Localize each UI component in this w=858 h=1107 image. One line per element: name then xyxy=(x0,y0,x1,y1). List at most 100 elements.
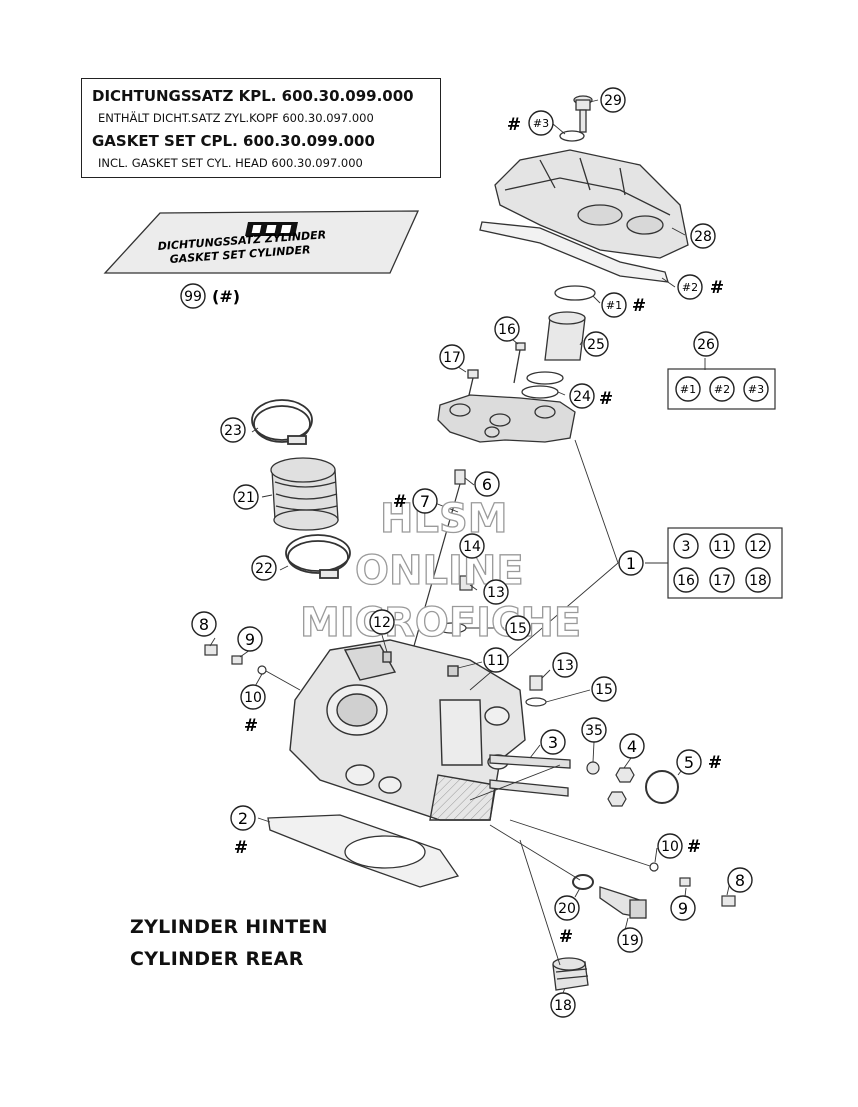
callout-c2h: #2 xyxy=(677,274,703,300)
callout-number: 13 xyxy=(487,585,505,601)
callout-kit1-1: 11 xyxy=(709,533,735,559)
right-plug-parts xyxy=(649,862,736,907)
callout-c21: 21 xyxy=(233,484,259,510)
callout-c35: 35 xyxy=(581,717,607,743)
hash-mark: # xyxy=(710,278,724,298)
gasket-set-en-label: GASKET SET CPL. 600.30.099.000 xyxy=(92,132,375,150)
intake-clamp-part-22 xyxy=(285,534,351,579)
callout-number: 28 xyxy=(694,229,712,245)
callout-number: 26 xyxy=(697,337,715,353)
callout-circle xyxy=(583,331,609,357)
callout-circle xyxy=(569,383,595,409)
spark-plug-tube-part-25 xyxy=(521,285,596,399)
callout-number: 21 xyxy=(237,490,255,506)
callout-number: 15 xyxy=(595,682,613,698)
callout-c20: 20 xyxy=(554,895,580,921)
callout-c22: 22 xyxy=(251,555,277,581)
callout-c23: 23 xyxy=(220,417,246,443)
callout-circle xyxy=(240,684,266,710)
callout-c12: 12 xyxy=(369,609,395,635)
callout-circle xyxy=(709,376,735,402)
callout-kit26-2: #3 xyxy=(743,376,769,402)
gasket-set-de-label: DICHTUNGSSATZ KPL. 600.30.099.000 xyxy=(92,87,414,105)
callout-circle xyxy=(745,567,771,593)
callout-number: 10 xyxy=(661,839,679,855)
callout-circle xyxy=(540,729,566,755)
callout-number: 5 xyxy=(684,753,694,772)
callout-c5: 5 xyxy=(676,749,702,775)
callout-c3: 3 xyxy=(540,729,566,755)
temp-sensor-part-19 xyxy=(572,874,647,919)
callout-number: 9 xyxy=(678,899,688,918)
callout-number: #1 xyxy=(606,299,622,312)
callout-number: 15 xyxy=(509,621,527,637)
hash-mark: # xyxy=(393,492,407,512)
callout-circle xyxy=(673,533,699,559)
callout-circle xyxy=(528,110,554,136)
callout-number: 2 xyxy=(238,809,248,828)
callout-circle xyxy=(693,331,719,357)
gasket-set-de-sub-label: ENTHÄLT DICHT.SATZ ZYL.KOPF 600.30.097.0… xyxy=(98,111,374,125)
callout-kit1-5: 18 xyxy=(745,567,771,593)
hash-mark: # xyxy=(507,115,521,135)
callout-number: 8 xyxy=(199,615,209,634)
callout-circle xyxy=(180,283,206,309)
callout-kit1-4: 17 xyxy=(709,567,735,593)
callout-number: #3 xyxy=(748,383,764,396)
callout-number: 18 xyxy=(749,573,767,589)
callout-c14: 14 xyxy=(459,533,485,559)
callout-number: 1 xyxy=(626,554,636,573)
callout-number: #1 xyxy=(680,383,696,396)
callout-number: 6 xyxy=(482,475,492,494)
callout-number: 11 xyxy=(487,653,505,669)
callout-c1h: #1 xyxy=(601,292,627,318)
callout-circle xyxy=(617,927,643,953)
callout-circle xyxy=(618,550,644,576)
callout-c25: 25 xyxy=(583,331,609,357)
callout-number: 22 xyxy=(255,561,273,577)
head-gasket-part-2 xyxy=(267,814,460,888)
callout-number: 8 xyxy=(735,871,745,890)
callout-circle xyxy=(743,376,769,402)
callout-c6: 6 xyxy=(474,471,500,497)
callout-c16: 16 xyxy=(494,316,520,342)
watermark-line-1: HLSM xyxy=(379,495,508,542)
callout-number: 23 xyxy=(224,423,242,439)
callout-c9b: 9 xyxy=(670,895,696,921)
callout-circle xyxy=(670,895,696,921)
callout-number: 25 xyxy=(587,337,605,353)
callout-circle xyxy=(657,833,683,859)
callout-kit26-1: #2 xyxy=(709,376,735,402)
callout-circle xyxy=(233,484,259,510)
callout-circle xyxy=(439,344,465,370)
callout-circle xyxy=(483,579,509,605)
intake-clamp-part-23 xyxy=(251,399,313,445)
gasket-set-info-box: DICHTUNGSSATZ KPL. 600.30.099.000 ENTHÄL… xyxy=(81,78,441,178)
callout-part-99: 99 xyxy=(180,283,206,309)
callout-number: #2 xyxy=(682,281,698,294)
callout-circle xyxy=(459,533,485,559)
kit-26-box xyxy=(667,368,776,410)
bolt-13-washer-15 xyxy=(525,675,547,707)
callout-circle xyxy=(552,652,578,678)
hash-mark: # xyxy=(708,753,722,773)
callout-number: 3 xyxy=(682,539,691,555)
callout-number: 99 xyxy=(184,289,202,305)
callout-circle xyxy=(550,992,576,1018)
callout-number: 3 xyxy=(548,733,558,752)
callout-number: 13 xyxy=(556,658,574,674)
gasket-card-part-99: DICHTUNGSSATZ ZYLINDER GASKET SET CYLIND… xyxy=(103,210,420,274)
callout-c28: 28 xyxy=(690,223,716,249)
callout-c10b: 10 xyxy=(657,833,683,859)
nuts-washers xyxy=(586,761,679,807)
callout-circle xyxy=(591,676,617,702)
callout-kit26-0: #1 xyxy=(675,376,701,402)
callout-circle xyxy=(677,274,703,300)
callout-circle xyxy=(554,895,580,921)
intake-boot-part-21 xyxy=(270,457,339,531)
callout-kit1-2: 12 xyxy=(745,533,771,559)
callout-number: #3 xyxy=(533,117,549,130)
